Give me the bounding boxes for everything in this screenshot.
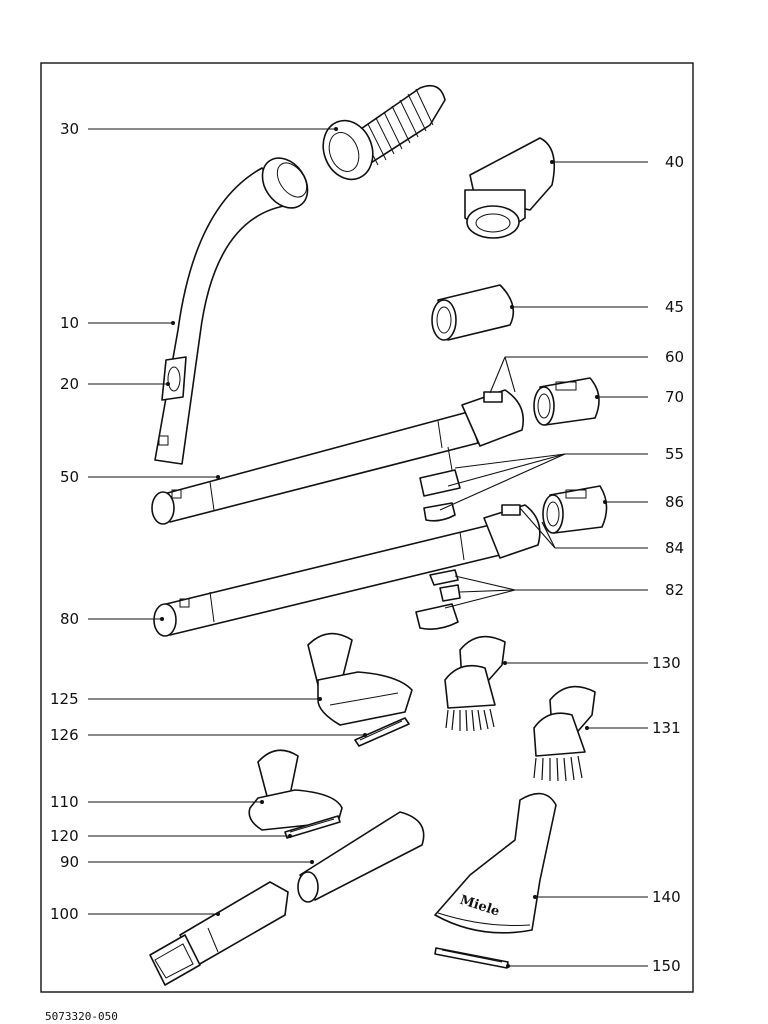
wide-nozzle-part: Miele	[434, 792, 557, 934]
swivel-adapter-part	[464, 137, 556, 239]
sleeve-part	[431, 284, 515, 341]
mattress-nozzle-part	[248, 749, 343, 831]
callout-60: 60	[665, 348, 684, 366]
callout-90: 90	[60, 853, 79, 871]
upholstery-nozzle-part	[307, 632, 413, 726]
hose-connector-part	[322, 84, 446, 181]
leader-82a	[454, 575, 516, 591]
callout-labels: 30 10 20 50 80 125 126 110 120 90 100 40…	[50, 120, 684, 975]
callout-84: 84	[665, 539, 684, 557]
dusting-brush-alt-part	[533, 685, 596, 782]
catch-button-upper-part	[419, 446, 461, 522]
adapter-ring-86-part	[542, 485, 608, 534]
crevice-extension-part	[297, 811, 425, 903]
callout-131: 131	[652, 719, 681, 737]
callout-86: 86	[665, 493, 684, 511]
leader-84a	[519, 507, 556, 549]
wide-nozzle-strip-part	[434, 947, 509, 969]
callout-55: 55	[665, 445, 684, 463]
adapter-ring-70-part	[533, 377, 600, 426]
leader-lines	[88, 127, 648, 968]
catch-button-lower-part	[415, 569, 461, 630]
crevice-tool-part	[149, 881, 289, 986]
dusting-brush-part	[444, 635, 506, 732]
callout-150: 150	[652, 957, 681, 975]
callout-120: 120	[50, 827, 79, 845]
callout-45: 45	[665, 298, 684, 316]
callout-10: 10	[60, 314, 79, 332]
telescopic-tube-lower-part	[153, 504, 541, 637]
curved-handle-part	[154, 157, 309, 465]
air-slider-part	[161, 356, 187, 401]
telescopic-tube-upper-part	[151, 389, 524, 525]
leader-60a	[489, 356, 506, 394]
callout-20: 20	[60, 375, 79, 393]
leader-55c	[439, 453, 566, 511]
callout-40: 40	[665, 153, 684, 171]
callout-30: 30	[60, 120, 79, 138]
thread-lifter-part	[354, 717, 410, 747]
leader-82c	[444, 589, 516, 609]
callout-125: 125	[50, 690, 79, 708]
callout-110: 110	[50, 793, 79, 811]
callout-50: 50	[60, 468, 79, 486]
diagram-frame	[40, 62, 694, 993]
callout-130: 130	[652, 654, 681, 672]
leader-82b	[459, 589, 516, 593]
document-code: 5073320-050	[45, 1010, 118, 1023]
leader-84b	[541, 521, 556, 549]
callout-82: 82	[665, 581, 684, 599]
callout-126: 126	[50, 726, 79, 744]
callout-70: 70	[665, 388, 684, 406]
callout-100: 100	[50, 905, 79, 923]
callout-140: 140	[652, 888, 681, 906]
leader-55b	[447, 453, 566, 487]
leader-55a	[454, 453, 566, 469]
callout-80: 80	[60, 610, 79, 628]
leader-60b	[504, 356, 516, 393]
